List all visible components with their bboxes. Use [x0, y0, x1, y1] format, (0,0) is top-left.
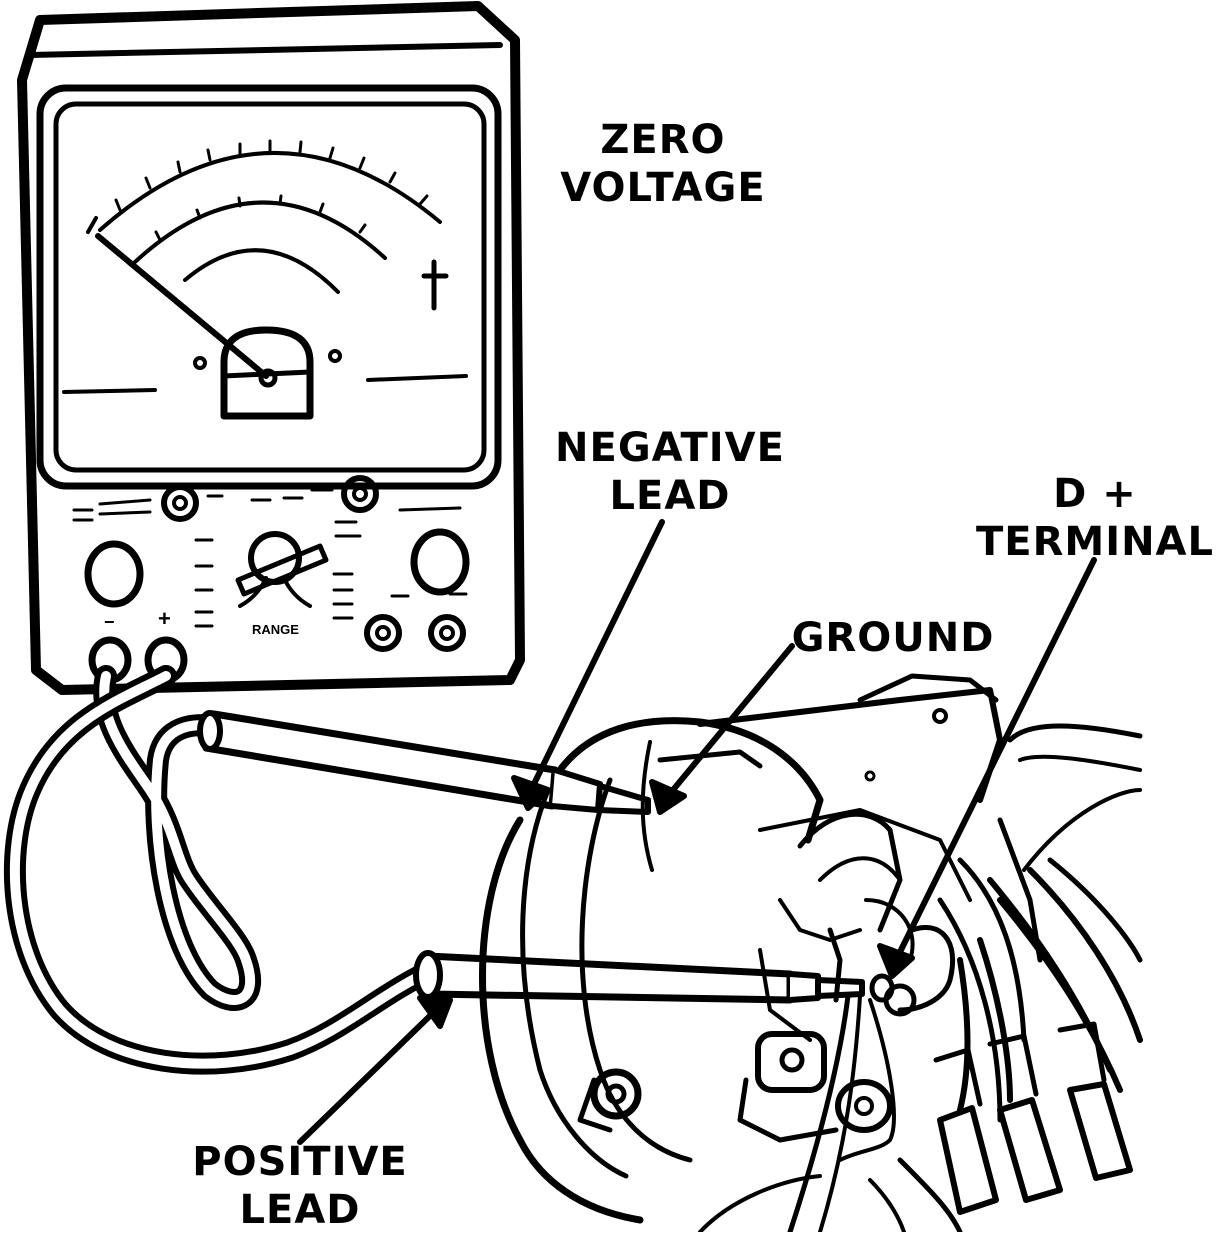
- terminal-jack-dc: [364, 614, 402, 652]
- label-d-plus-terminal: D + TERMINAL: [975, 471, 1215, 565]
- terminal-jack-left-top: [161, 484, 199, 522]
- label-negative-lead: NEGATIVE LEAD: [555, 425, 785, 519]
- meter-scale-middle: [133, 200, 387, 264]
- meter-needle: [95, 233, 269, 379]
- function-knob: [84, 540, 144, 608]
- label-ground: GROUND: [791, 615, 995, 661]
- label-positive-lead: POSITIVE LEAD: [192, 1139, 408, 1233]
- panel-fine-print: [72, 482, 468, 628]
- jack-plus-label: +: [158, 606, 171, 631]
- plug-boot-2: [997, 1097, 1063, 1203]
- range-selector-switch: [235, 531, 329, 608]
- meter-scale-outer: [98, 150, 442, 232]
- multimeter: RANGE − +: [17, 1, 525, 695]
- terminal-jack-right-top: [341, 475, 379, 513]
- arrow-d-plus-terminal: [895, 557, 1097, 959]
- mount-lug-left: [590, 1068, 642, 1120]
- meter-scale-ticks: [114, 139, 429, 242]
- callout-arrows: [297, 519, 1097, 1145]
- positive-lead-cable: [3, 665, 435, 1075]
- negative-lead-cable: [93, 665, 262, 1011]
- jack-minus-label: −: [104, 612, 115, 632]
- negative-probe: [197, 710, 651, 815]
- plug-boot-1: [937, 1105, 999, 1215]
- mount-lug-bracket: [755, 1031, 827, 1093]
- terminal-jack-ac: [428, 614, 466, 652]
- range-label: RANGE: [252, 622, 299, 637]
- zero-adjust-knob: [410, 528, 470, 596]
- mount-lug-lower: [835, 1079, 893, 1133]
- engine-background: [698, 723, 1143, 1235]
- plug-boot-3: [1067, 1081, 1133, 1181]
- d-plus-stud: [883, 983, 917, 1017]
- arrow-negative-lead: [529, 519, 665, 791]
- arrow-positive-lead: [297, 1007, 439, 1145]
- arrow-ground: [665, 643, 795, 799]
- meter-scale-inner: [183, 248, 340, 294]
- meter-window: [53, 101, 487, 473]
- meter-pivot-housing: [220, 326, 314, 420]
- meter-case-outline: [17, 1, 525, 695]
- meter-face-bezel: [36, 84, 502, 490]
- label-zero-voltage: ZERO VOLTAGE: [560, 117, 766, 211]
- alternator: [479, 673, 1003, 1235]
- positive-probe: [413, 950, 895, 1004]
